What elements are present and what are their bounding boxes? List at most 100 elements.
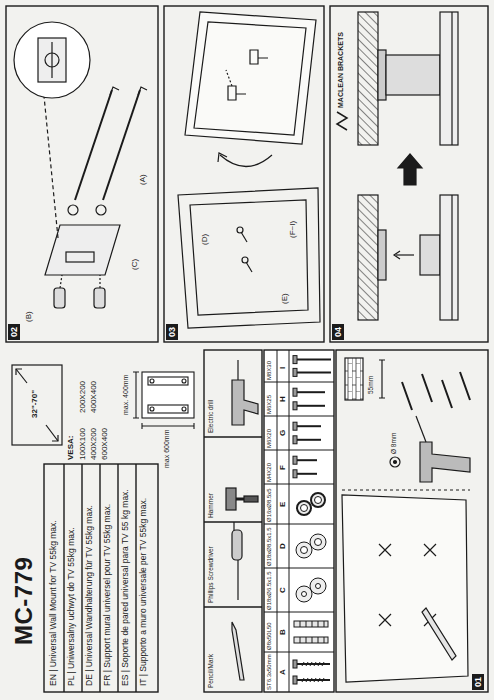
drawing-rect xyxy=(293,676,297,684)
vesa-size: 600X400 xyxy=(100,428,109,460)
drawing-circle xyxy=(68,205,78,215)
step-01-art xyxy=(342,358,470,682)
step-number: 02 xyxy=(8,324,20,340)
drawing-line xyxy=(241,232,247,242)
drawing-line xyxy=(204,521,262,522)
drawing-line xyxy=(416,416,426,442)
drawing-rect xyxy=(66,252,94,262)
drawing-rect xyxy=(6,6,158,342)
drawing-path xyxy=(52,435,58,441)
drawing-circle xyxy=(390,457,400,467)
step-04-art xyxy=(337,12,458,320)
drawing-line xyxy=(314,678,316,682)
drawing-line xyxy=(264,524,334,525)
drawing-line xyxy=(204,606,262,607)
drawing-circle xyxy=(394,461,397,464)
drawing-line xyxy=(324,637,325,643)
part-size: Ø18xØ6.5x1.5 xyxy=(266,571,273,610)
drawing-line xyxy=(297,473,317,475)
drawing-circle xyxy=(182,379,186,383)
drawing-line xyxy=(314,662,316,666)
drawing-circle xyxy=(14,22,90,98)
drawing-path xyxy=(422,608,456,660)
drawing-rect xyxy=(440,195,458,320)
drawing-line xyxy=(81,464,82,692)
drawing-line xyxy=(297,359,331,361)
drawing-line xyxy=(318,637,319,643)
drawing-line xyxy=(324,621,325,627)
brand-logo: MACLEAN BRACKETS xyxy=(337,32,345,108)
drawing-line xyxy=(297,679,330,681)
part-size: Ø18xØ8.5x1.5 xyxy=(266,527,273,566)
drawing-line xyxy=(264,652,334,653)
drawing-line xyxy=(289,350,290,692)
drawing-rect xyxy=(293,436,297,444)
parts-table xyxy=(264,350,334,692)
dimension-label: max. 400mm xyxy=(122,375,130,415)
step-number: 01 xyxy=(472,674,484,690)
step-02-art xyxy=(14,22,147,308)
panel-frames xyxy=(6,6,488,692)
drawing-rect xyxy=(148,377,188,385)
drawing-path xyxy=(398,154,422,185)
tool-label: Pencil/Mark xyxy=(207,654,214,688)
drawing-rect xyxy=(264,350,334,692)
drawing-line xyxy=(99,275,100,288)
drawing-rect xyxy=(293,368,297,376)
drawing-circle xyxy=(296,586,312,602)
drawing-path xyxy=(133,372,139,418)
callout-letter: (F~I) xyxy=(288,221,297,238)
drawing-line xyxy=(300,621,301,627)
drawing-line xyxy=(226,70,232,86)
drawing-line xyxy=(16,369,27,383)
callout-letter: (A) xyxy=(138,174,147,185)
drawing-circle xyxy=(96,205,106,215)
drawing-path xyxy=(337,112,347,130)
callout-letter: (D) xyxy=(200,234,209,245)
drawing-path xyxy=(178,188,320,328)
vesa-bracket-icon xyxy=(133,372,194,429)
dimension-label: Ø 8mm xyxy=(390,433,397,454)
drawing-rect xyxy=(148,405,188,413)
tv-size: 32"-70" xyxy=(30,390,39,418)
language-line: ES | Soporte de pared universal para TV … xyxy=(121,489,131,686)
dimension-label: 55mm xyxy=(367,376,374,394)
tool-label: Phillips Screwdriver xyxy=(207,546,214,603)
drawing-rect xyxy=(293,388,297,396)
language-line: FR | Support mural universel pour TV 55k… xyxy=(103,504,113,686)
drawing-circle xyxy=(315,539,322,546)
drawing-circle xyxy=(315,497,322,504)
language-line: DE | Universal Wandhalterung für TV 55kg… xyxy=(85,505,95,686)
drawing-line xyxy=(246,262,252,272)
drawing-line xyxy=(306,637,307,643)
drawing-line xyxy=(302,678,304,682)
drawing-path xyxy=(402,372,470,410)
drawing-rect xyxy=(386,55,440,95)
drawing-path xyxy=(220,155,272,167)
drawing-line xyxy=(264,612,334,613)
drawing-line xyxy=(51,42,52,78)
drawing-line xyxy=(322,662,324,666)
model-title: MC-779 xyxy=(10,557,38,645)
part-letter: I xyxy=(278,367,287,369)
drawing-line xyxy=(63,464,64,692)
drawing-line xyxy=(297,405,325,407)
drawing-path xyxy=(142,423,194,429)
drawing-line xyxy=(310,662,312,666)
drawing-line xyxy=(135,372,136,418)
vesa-size: 400X200 xyxy=(89,428,98,460)
drawing-path xyxy=(228,50,268,100)
drawing-rect xyxy=(378,230,386,280)
drawing-path xyxy=(394,251,400,259)
drawing-line xyxy=(46,425,58,441)
drawing-rect xyxy=(420,235,440,275)
drawing-line xyxy=(297,425,321,427)
vesa-heading: VESA: xyxy=(66,436,75,460)
drawing-rect xyxy=(293,422,297,430)
drawing-circle xyxy=(301,547,308,554)
drawing-line xyxy=(297,439,321,441)
callout-letter: (C) xyxy=(130,259,139,270)
drawing-circle xyxy=(150,407,154,411)
callout-letter: (B) xyxy=(24,311,33,322)
